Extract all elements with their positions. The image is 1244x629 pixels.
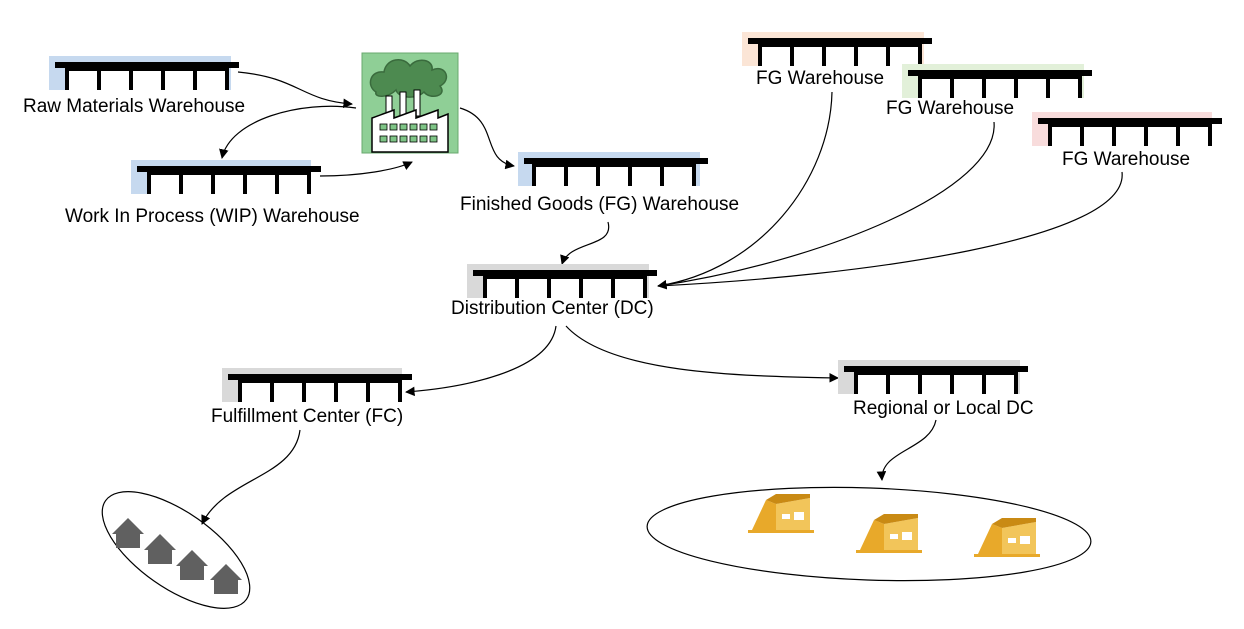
stores-ellipse — [646, 486, 1092, 582]
distribution-center-label: Distribution Center (DC) — [451, 298, 654, 319]
factory-icon — [361, 52, 459, 154]
warehouse-icon — [222, 368, 412, 404]
warehouse-icon — [838, 360, 1028, 396]
store-icon — [748, 494, 1040, 557]
house-icon — [112, 518, 242, 594]
arrow-fg3-to-dc — [657, 171, 1123, 287]
arrow-factory-to-fg — [459, 107, 515, 170]
regional-dc-label: Regional or Local DC — [853, 398, 1034, 419]
warehouse-icon — [1032, 112, 1222, 148]
arrow-fc-to-homes — [201, 429, 301, 525]
raw-materials-label: Raw Materials Warehouse — [23, 96, 246, 117]
arrow-regional-to-stores — [876, 419, 937, 481]
warehouse-icon — [467, 264, 657, 300]
warehouse-icon — [518, 152, 708, 188]
wip-warehouse-label: Work In Process (WIP) Warehouse — [65, 206, 360, 227]
warehouse-icon — [131, 160, 321, 196]
fg-warehouse-3-label: FG Warehouse — [1062, 149, 1191, 170]
warehouse-icon — [49, 56, 239, 92]
arrow-dc-to-regional — [565, 325, 839, 383]
arrow-factory-to-wip — [219, 105, 357, 159]
arrow-raw-to-factory — [237, 71, 353, 109]
warehouse-icon — [902, 64, 1092, 100]
arrow-dc-to-fc — [405, 325, 557, 397]
homes-ellipse — [101, 491, 251, 609]
fg-warehouse-1-label: FG Warehouse — [756, 68, 885, 89]
arrow-fg-to-dc — [560, 221, 610, 265]
arrow-wip-to-factory — [319, 161, 413, 177]
fulfillment-center-label: Fulfillment Center (FC) — [211, 406, 404, 427]
fg-warehouse-2-label: FG Warehouse — [886, 98, 1015, 119]
warehouse-icon — [742, 32, 932, 68]
arrow-fg2-to-dc — [657, 121, 995, 287]
finished-goods-label: Finished Goods (FG) Warehouse — [460, 194, 740, 215]
arrow-fg1-to-dc — [657, 91, 833, 290]
